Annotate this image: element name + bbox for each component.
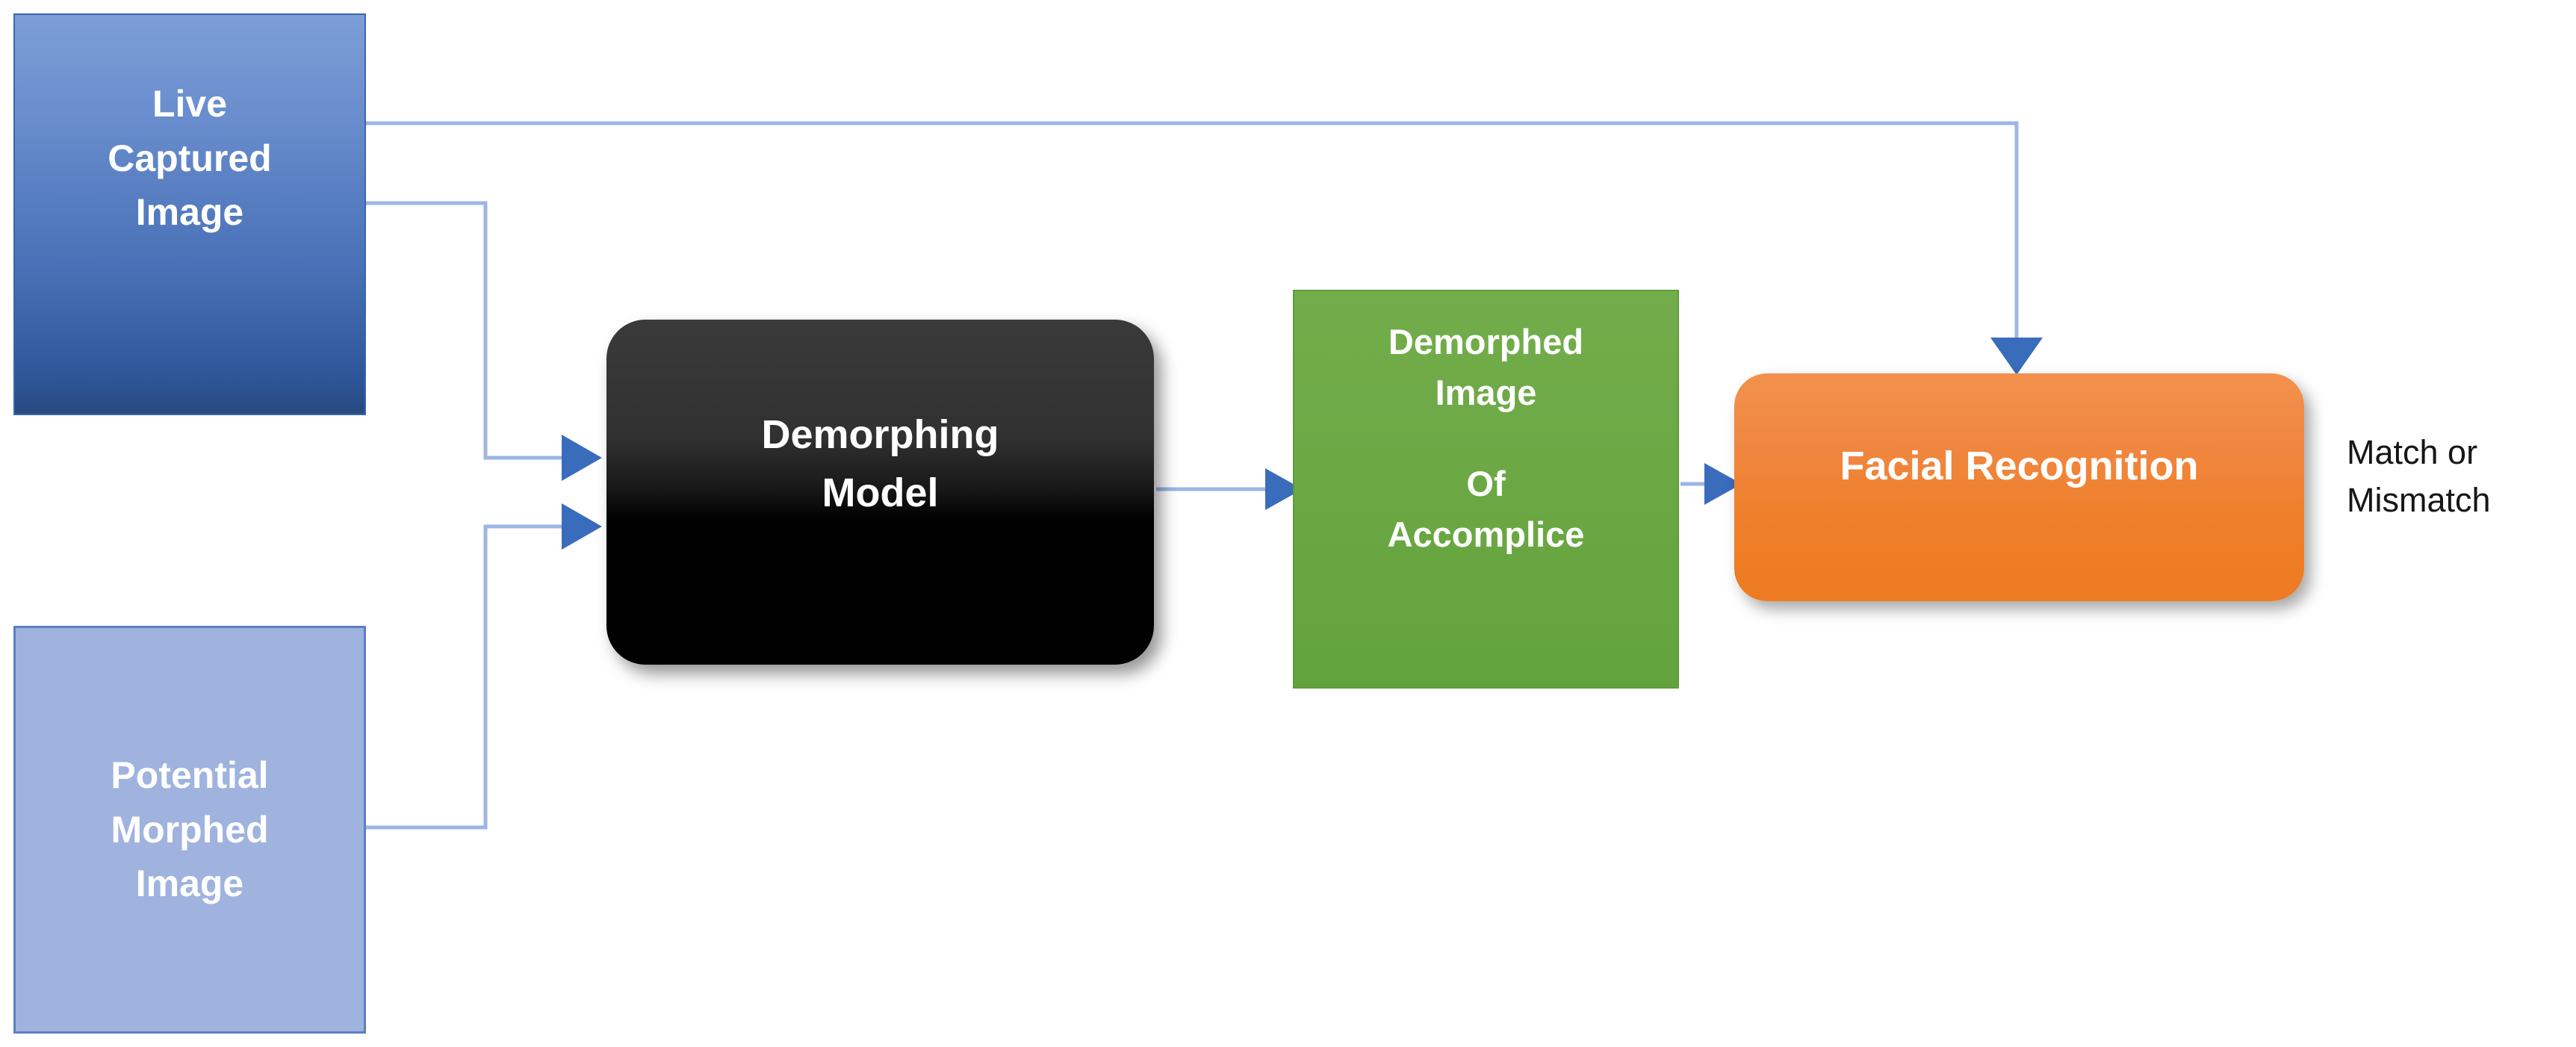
node-demorphed-image-line1: Demorphed [1388,322,1584,361]
output-result-line1: Match or [2347,433,2478,471]
node-potential-morphed-image-line1: Potential [111,754,269,797]
node-facial-recognition[interactable]: Facial Recognition [1734,373,2304,601]
node-live-captured-image[interactable]: Live Captured Image [13,13,366,415]
arrowhead-right-icon [562,503,602,550]
node-potential-morphed-image-line2: Morphed [111,808,269,851]
connector-green-to-facial [1680,463,1742,505]
arrowhead-right-icon [562,435,602,481]
node-potential-morphed-image-line3: Image [135,863,244,905]
node-potential-morphed-image[interactable]: Potential Morphed Image [13,626,366,1034]
connector-morphed-to-demorphing [366,503,602,830]
node-live-captured-image-line1: Live [152,83,228,125]
connector-demorphing-to-green [1156,468,1303,510]
node-live-captured-image-line2: Captured [108,137,272,179]
node-demorphing-model-line2: Model [822,470,939,515]
node-demorphed-image-line4: Accomplice [1387,515,1585,555]
arrowhead-down-icon [1990,338,2043,375]
node-live-captured-image-line3: Image [135,191,244,234]
connector-live-to-demorphing [366,201,602,481]
output-result-label: Match or Mismatch [2347,429,2576,524]
node-demorphed-image-line2: Image [1435,373,1537,413]
node-demorphed-image-of-accomplice[interactable]: Demorphed Image Of Accomplice [1293,290,1679,689]
node-demorphing-model[interactable]: Demorphing Model [606,320,1154,665]
node-facial-recognition-label: Facial Recognition [1840,444,2199,489]
node-demorphed-image-line3: Of [1466,464,1506,504]
output-result-line2: Mismatch [2347,480,2491,519]
node-demorphing-model-line1: Demorphing [761,411,999,457]
